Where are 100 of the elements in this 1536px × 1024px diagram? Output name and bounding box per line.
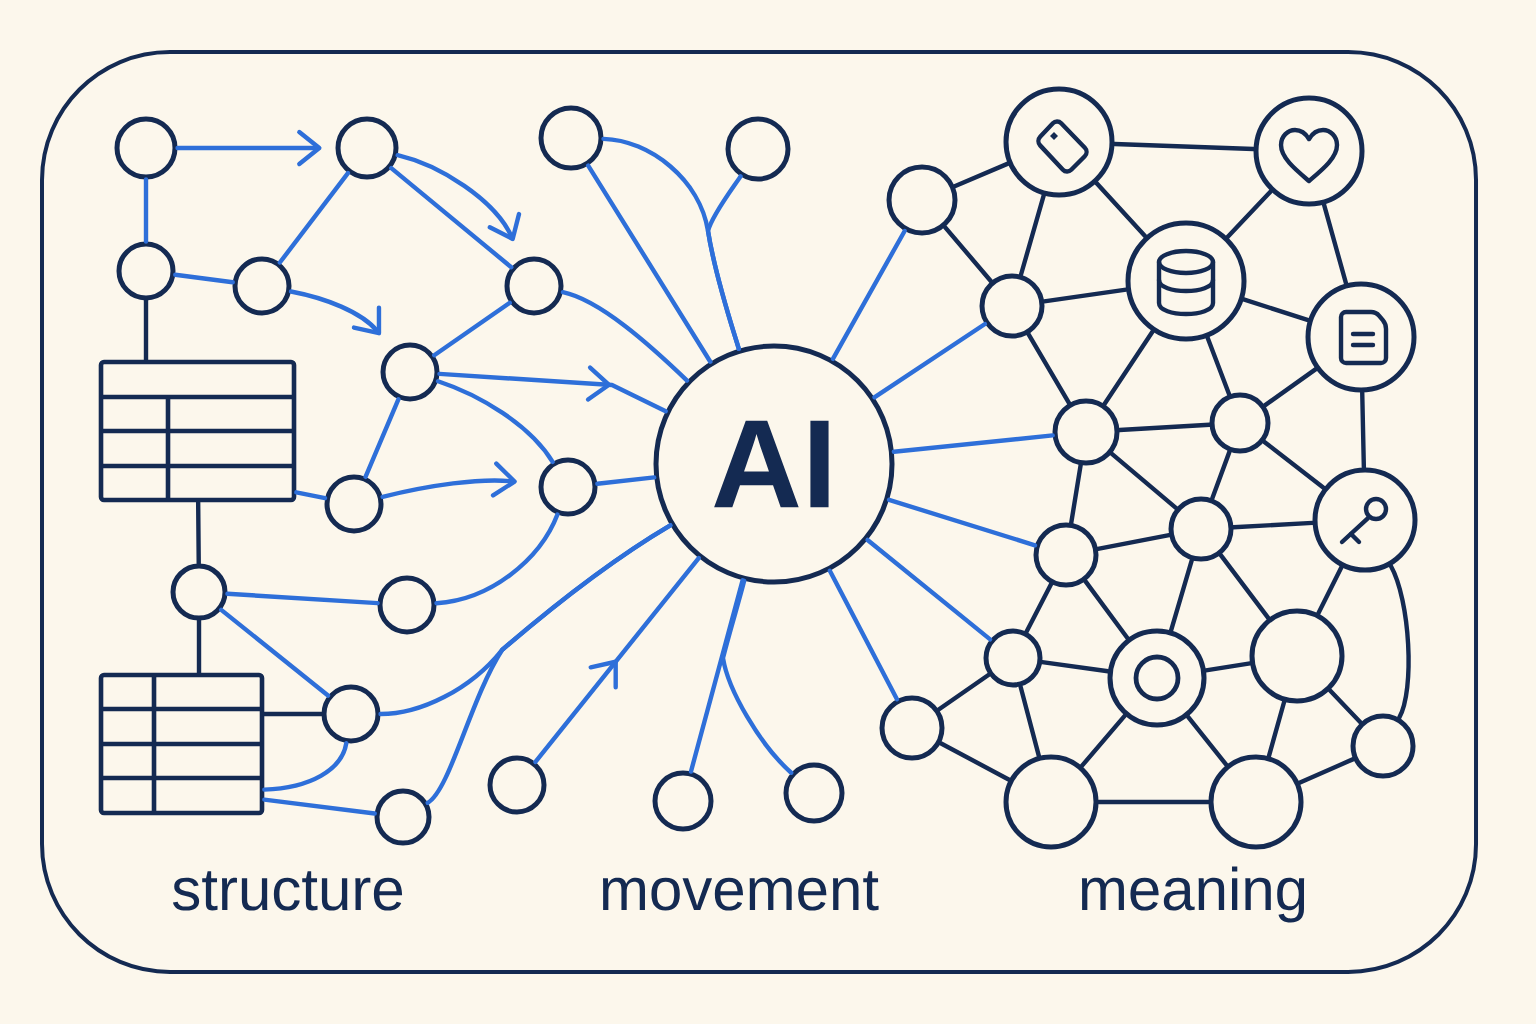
node-circle bbox=[1208, 754, 1304, 850]
connector-line bbox=[1026, 331, 1072, 406]
node-circle bbox=[1168, 496, 1234, 562]
arrow bbox=[288, 289, 382, 336]
connector-line bbox=[1096, 799, 1211, 805]
node-circle bbox=[232, 256, 292, 316]
connector-line bbox=[595, 475, 657, 486]
connector-line bbox=[1117, 422, 1212, 433]
arrow bbox=[395, 152, 522, 242]
connector-line bbox=[1102, 329, 1155, 407]
connector-line bbox=[1018, 684, 1042, 759]
connector-line bbox=[434, 512, 560, 606]
connector-line bbox=[952, 161, 1011, 189]
arrow bbox=[175, 129, 322, 167]
node-circle bbox=[538, 105, 604, 171]
table bbox=[98, 359, 297, 503]
node-circle bbox=[504, 256, 564, 316]
node-circle bbox=[652, 770, 714, 832]
connector-line bbox=[1203, 661, 1253, 673]
node-circle bbox=[1052, 398, 1120, 466]
node-circle bbox=[1350, 713, 1416, 779]
connector-line bbox=[1069, 462, 1083, 526]
node-circle bbox=[538, 457, 598, 517]
connector-line bbox=[195, 500, 201, 566]
icon-circle bbox=[1107, 628, 1207, 728]
table bbox=[98, 672, 265, 816]
node-circle bbox=[374, 788, 432, 846]
connector-line bbox=[886, 497, 1038, 548]
connector-line bbox=[1109, 451, 1179, 511]
connector-line bbox=[262, 711, 324, 717]
icon-circle bbox=[1003, 86, 1115, 198]
connector-line bbox=[143, 298, 149, 362]
connector-line bbox=[363, 396, 401, 480]
connector-line bbox=[865, 537, 993, 642]
connector-line bbox=[1095, 532, 1172, 552]
node-circle bbox=[1033, 522, 1099, 588]
icon-circle bbox=[1125, 220, 1247, 342]
connector-line bbox=[196, 618, 202, 675]
node-circle bbox=[783, 762, 845, 824]
connector-line bbox=[1261, 439, 1326, 491]
node-circle bbox=[324, 474, 384, 534]
node-circle bbox=[725, 116, 791, 182]
connector-line bbox=[1241, 297, 1311, 323]
connector-line bbox=[1205, 335, 1232, 397]
connector-line bbox=[277, 170, 351, 265]
icon-circle bbox=[1305, 281, 1417, 393]
connector-line bbox=[1185, 714, 1229, 768]
connector-line bbox=[1018, 193, 1046, 277]
connector-line bbox=[294, 490, 328, 501]
node-circle bbox=[380, 342, 440, 402]
node-circle bbox=[1209, 392, 1271, 454]
connector-line bbox=[560, 289, 690, 383]
connector-line bbox=[827, 568, 900, 702]
connector-line bbox=[1225, 189, 1274, 240]
connector-line bbox=[830, 228, 907, 362]
arrow bbox=[380, 461, 517, 500]
connector-line bbox=[1231, 520, 1315, 530]
connector-line bbox=[432, 300, 512, 358]
connector-line bbox=[586, 163, 713, 364]
connector-line bbox=[435, 379, 555, 465]
connector-line bbox=[173, 272, 235, 285]
node-circle bbox=[983, 628, 1043, 688]
connector-line bbox=[1266, 699, 1287, 759]
connector-line bbox=[1042, 287, 1129, 304]
connector-line bbox=[720, 578, 794, 775]
connector-line bbox=[225, 591, 380, 606]
connector-line bbox=[938, 741, 1012, 782]
connector-line bbox=[1218, 552, 1271, 621]
node-circle bbox=[879, 695, 945, 761]
connector-line bbox=[1316, 564, 1344, 616]
node-circle bbox=[114, 116, 178, 180]
section-label: structure bbox=[172, 871, 403, 911]
connector-line bbox=[262, 797, 377, 816]
connector-line bbox=[891, 433, 1055, 454]
node-circle bbox=[335, 116, 399, 180]
connector-line bbox=[1168, 557, 1194, 633]
connector-line bbox=[219, 607, 331, 698]
connector-line bbox=[143, 177, 149, 244]
connector-line bbox=[872, 321, 988, 400]
node-circle bbox=[116, 241, 176, 301]
connector-line bbox=[1083, 578, 1130, 641]
connector-line bbox=[688, 578, 745, 774]
node-circle bbox=[886, 164, 958, 236]
connector-line bbox=[1388, 563, 1411, 720]
node-circle bbox=[377, 575, 437, 635]
connector-line bbox=[936, 672, 991, 712]
connector-line bbox=[1360, 390, 1367, 470]
node-circle bbox=[487, 755, 547, 815]
node-circle bbox=[321, 684, 381, 744]
node-circle bbox=[1249, 608, 1345, 704]
connector-line bbox=[1112, 141, 1256, 152]
connector-line bbox=[942, 224, 994, 284]
connector-line bbox=[1079, 713, 1128, 769]
icon-circle bbox=[1253, 95, 1365, 207]
connector-line bbox=[1040, 659, 1111, 674]
connector-line bbox=[1262, 366, 1318, 408]
connector-line bbox=[705, 174, 743, 351]
connector-line bbox=[1210, 449, 1232, 501]
connector-line bbox=[1297, 756, 1356, 786]
section-label: meaning bbox=[1081, 866, 1305, 923]
